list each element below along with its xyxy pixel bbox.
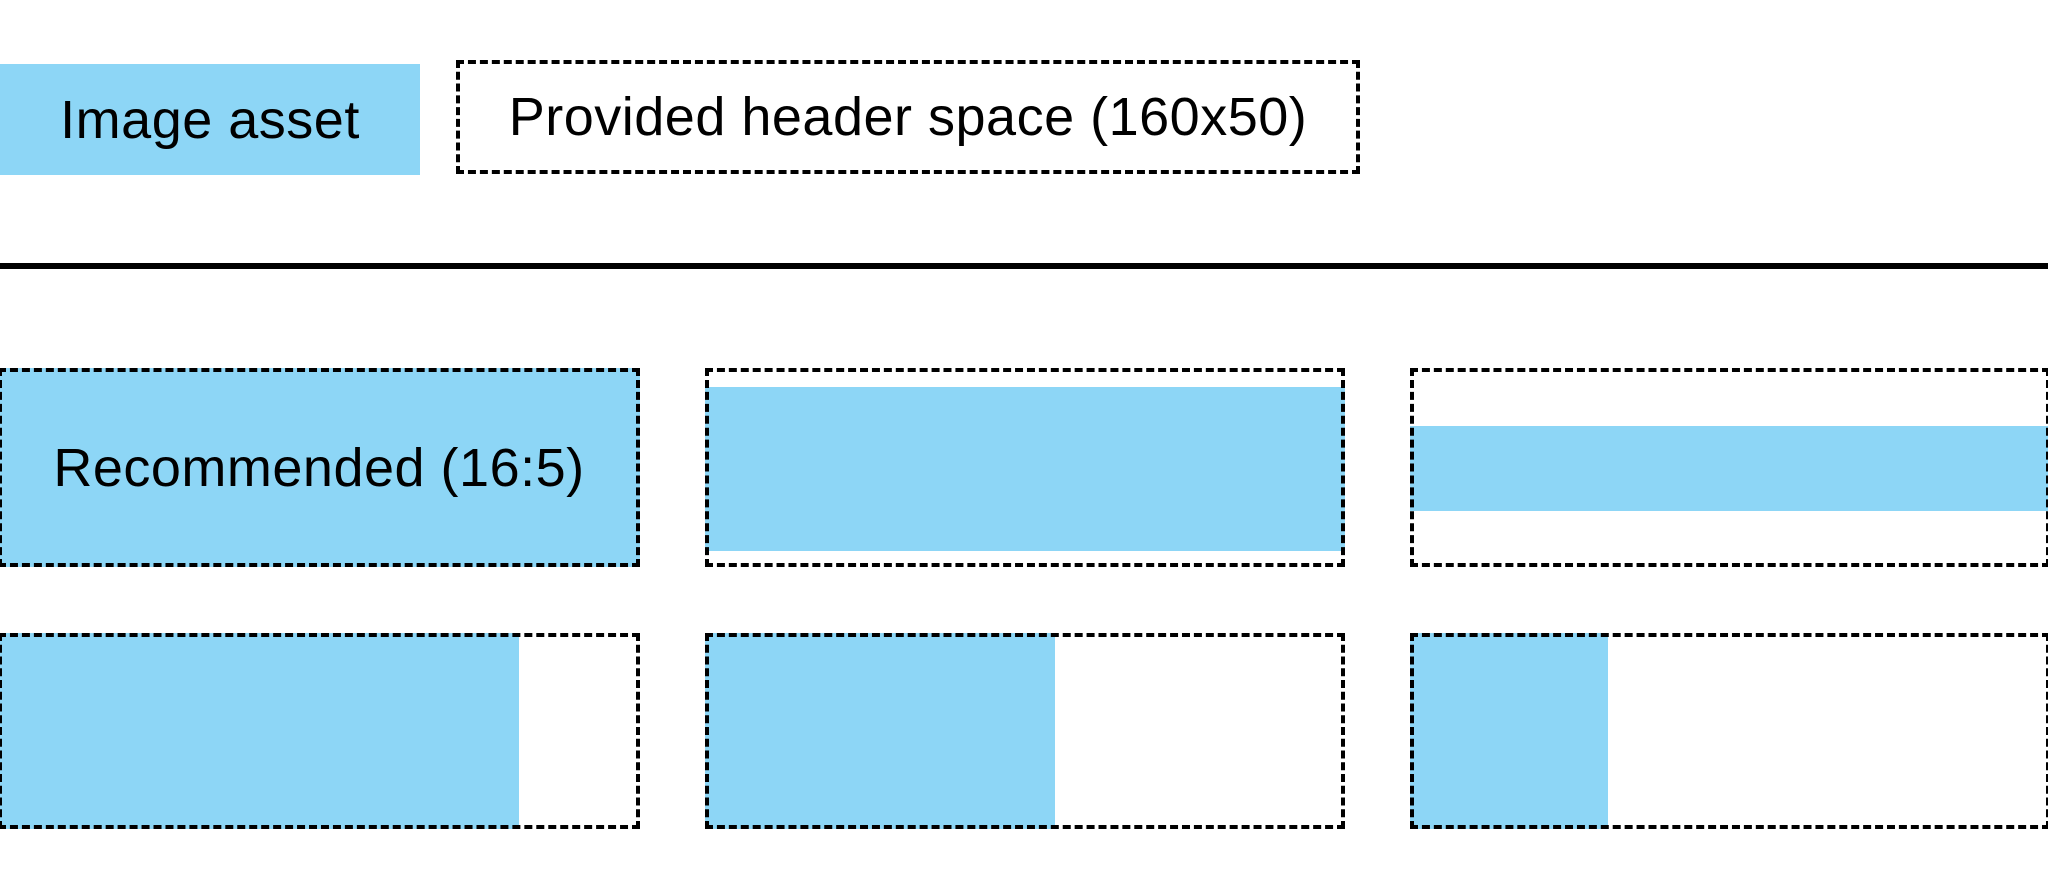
image-asset-fill [0, 633, 519, 829]
example-tall-pillarboxed-medium [705, 633, 1345, 829]
recommended-ratio-label: Recommended (16:5) [53, 437, 585, 498]
legend-image-asset-swatch: Image asset [0, 64, 420, 175]
example-recommended-16-5: Recommended (16:5) [0, 368, 640, 567]
legend-image-asset-label: Image asset [60, 89, 360, 150]
legend-header-space-label: Provided header space (160x50) [508, 87, 1308, 147]
legend-header-space-box: Provided header space (160x50) [456, 60, 1360, 174]
image-asset-fill [0, 368, 640, 567]
example-extra-wide-letterboxed [1410, 368, 2048, 567]
image-asset-fill [1410, 426, 2048, 511]
image-asset-fill [705, 387, 1345, 551]
example-wide-letterboxed [705, 368, 1345, 567]
section-divider-line [0, 263, 2048, 269]
example-square-pillarboxed [1410, 633, 2048, 829]
image-asset-fill [705, 633, 1055, 829]
image-asset-fill [1410, 633, 1608, 829]
example-tall-pillarboxed-large [0, 633, 640, 829]
